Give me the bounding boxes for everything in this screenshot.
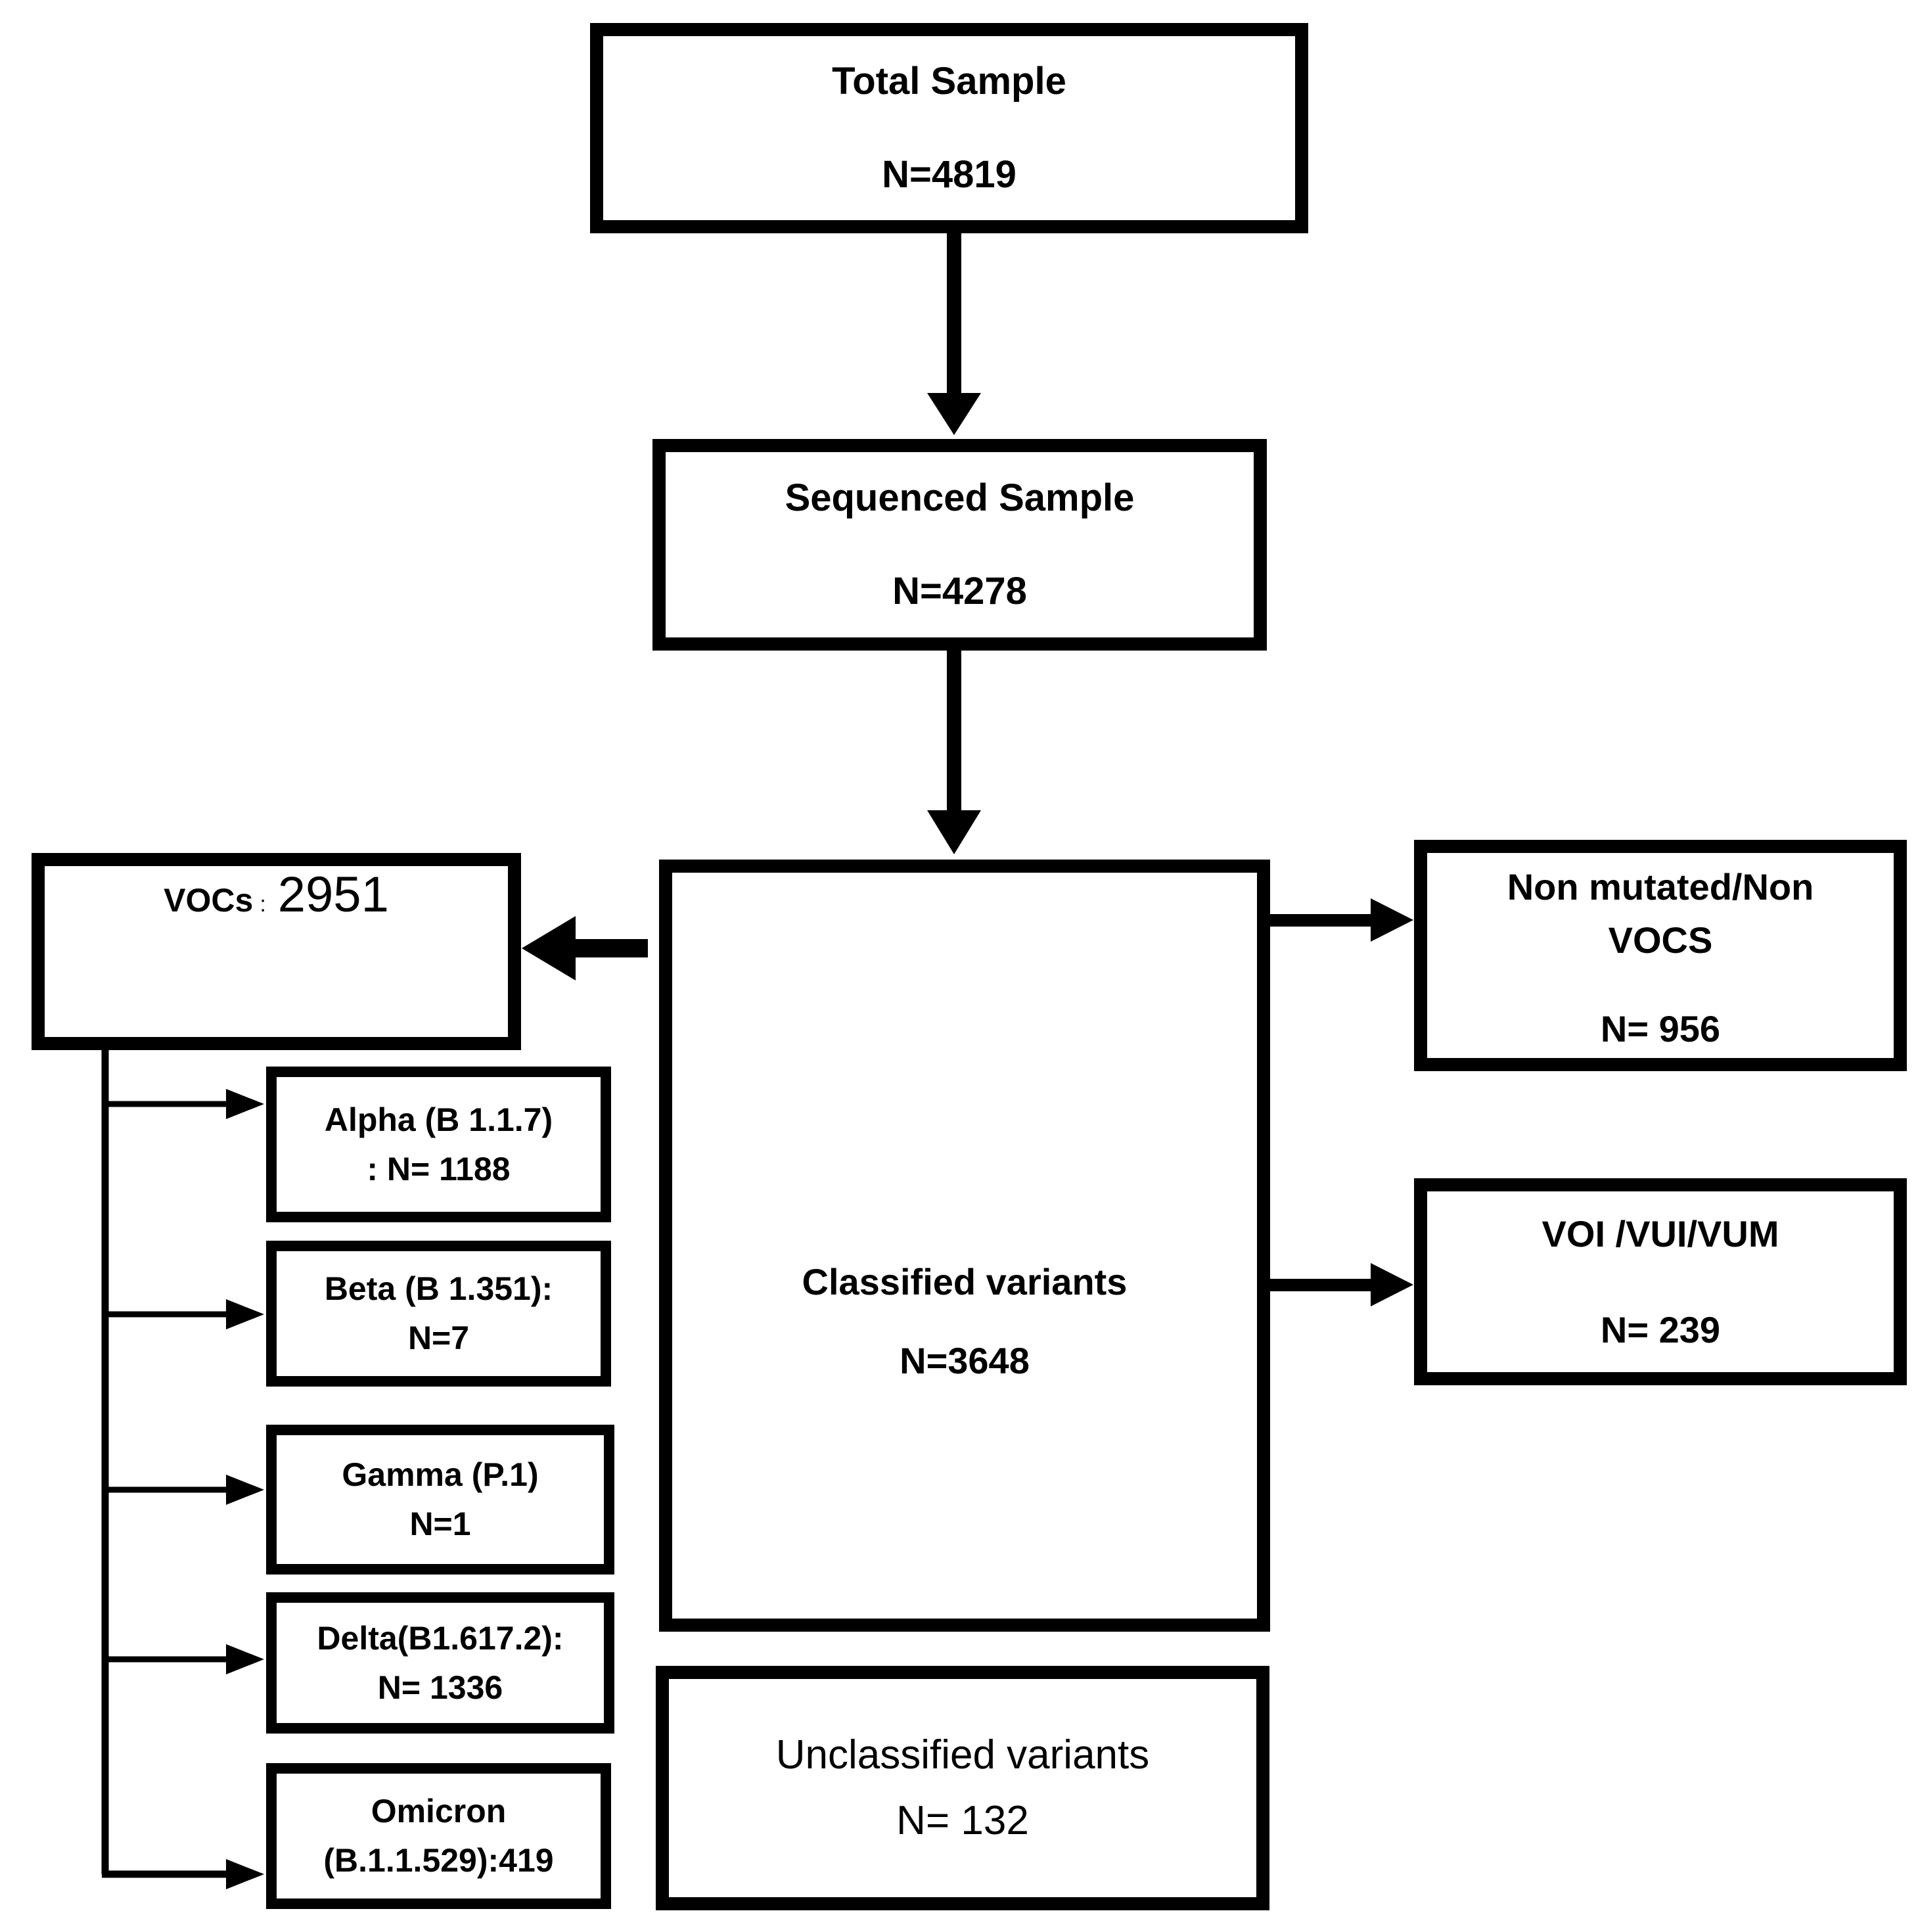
node-sequenced-sample: Sequenced Sample N=4278 xyxy=(652,439,1267,651)
gamma-line2: N=1 xyxy=(409,1506,471,1542)
arrow-classified-to-vocs xyxy=(522,916,648,980)
sequenced-sample-title: Sequenced Sample xyxy=(785,476,1135,520)
node-total-sample: Total Sample N=4819 xyxy=(590,23,1308,233)
classified-variants-title: Classified variants xyxy=(802,1261,1128,1303)
node-delta: Delta(B1.617.2): N= 1336 xyxy=(266,1592,614,1734)
unclassified-count: N= 132 xyxy=(896,1798,1029,1843)
arrow-vocs-to-delta xyxy=(105,1644,264,1674)
total-sample-count: N=4819 xyxy=(882,153,1016,196)
arrow-vocs-to-omicron xyxy=(102,1859,264,1889)
non-vocs-count: N= 956 xyxy=(1600,1007,1721,1049)
vocs-colon: : xyxy=(260,892,266,917)
node-classified-variants: Classified variants N=3648 xyxy=(659,860,1270,1632)
non-vocs-title: Non mutated/Non VOCS xyxy=(1507,866,1814,961)
voi-count: N= 239 xyxy=(1600,1308,1721,1350)
arrow-vocs-to-beta xyxy=(105,1299,264,1329)
node-voi-vui-vum: VOI /VUI/VUM N= 239 xyxy=(1414,1178,1907,1385)
arrow-classified-to-voi xyxy=(1268,1263,1413,1306)
alpha-line1: Alpha (B 1.1.7) xyxy=(324,1101,553,1138)
alpha-line2: : N= 1188 xyxy=(367,1150,511,1187)
unclassified-title: Unclassified variants xyxy=(775,1732,1150,1778)
node-alpha: Alpha (B 1.1.7) : N= 1188 xyxy=(266,1067,611,1222)
beta-line2: N=7 xyxy=(407,1320,470,1356)
arrow-classified-to-nonvocs xyxy=(1268,898,1413,942)
arrow-vocs-to-alpha xyxy=(105,1089,264,1119)
vocs-label: VOCs xyxy=(164,882,254,919)
arrow-sequenced-to-classified xyxy=(927,651,981,854)
total-sample-title: Total Sample xyxy=(832,60,1066,103)
node-non-mutated-non-vocs: Non mutated/Non VOCS N= 956 xyxy=(1414,840,1907,1071)
delta-line1: Delta(B1.617.2): xyxy=(317,1619,564,1657)
beta-line1: Beta (B 1.351): xyxy=(324,1270,553,1307)
arrow-total-to-sequenced xyxy=(927,233,981,435)
node-omicron: Omicron (B.1.1.529):419 xyxy=(266,1763,611,1909)
gamma-line1: Gamma (P.1) xyxy=(342,1456,539,1493)
omicron-line2: (B.1.1.529):419 xyxy=(323,1842,554,1879)
node-beta: Beta (B 1.351): N=7 xyxy=(266,1241,611,1387)
arrow-vocs-to-gamma xyxy=(105,1475,264,1505)
delta-line2: N= 1336 xyxy=(377,1668,503,1706)
voi-title: VOI /VUI/VUM xyxy=(1541,1213,1779,1255)
omicron-line1: Omicron xyxy=(371,1793,507,1829)
vocs-count: 2951 xyxy=(277,867,389,923)
sequenced-sample-count: N=4278 xyxy=(892,570,1027,612)
node-gamma: Gamma (P.1) N=1 xyxy=(266,1425,614,1575)
classified-variants-count: N=3648 xyxy=(900,1339,1030,1381)
node-vocs: VOCs : 2951 xyxy=(32,853,521,1050)
node-unclassified-variants: Unclassified variants N= 132 xyxy=(656,1666,1269,1910)
